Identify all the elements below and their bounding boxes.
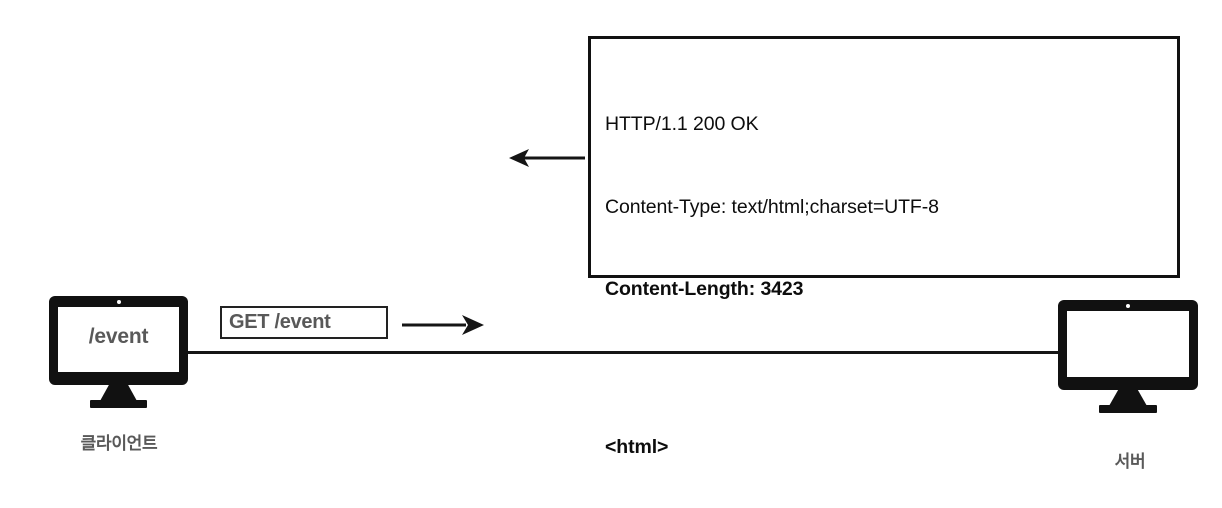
response-content-type: Content-Type: text/html;charset=UTF-8 (605, 195, 939, 218)
client-monitor-neck (100, 385, 137, 401)
http-response-box: HTTP/1.1 200 OK Content-Type: text/html;… (588, 36, 1180, 458)
client-monitor-base (90, 400, 147, 408)
client-monitor-camera-dot (117, 300, 121, 304)
server-monitor-icon (1058, 300, 1198, 413)
http-response-text: HTTP/1.1 200 OK Content-Type: text/html;… (605, 56, 1167, 508)
server-monitor-base (1099, 405, 1157, 413)
client-screen-label: /event (88, 325, 149, 348)
client-server-connection-line (186, 351, 1062, 354)
server-monitor-screen (1067, 311, 1189, 377)
client-device-label: 클라이언트 (80, 434, 158, 453)
server-device-label: 서버 (1114, 452, 1146, 471)
get-request-label: GET /event (229, 311, 331, 333)
response-arrow-left-icon (509, 149, 585, 167)
response-status-line: HTTP/1.1 200 OK (605, 113, 759, 135)
get-request-chip: GET /event (220, 306, 388, 339)
response-content-length: Content-Length: 3423 (605, 278, 804, 300)
request-arrow-right-icon (402, 315, 484, 335)
client-monitor-screen (58, 307, 179, 372)
response-html-open: <html> (605, 435, 669, 458)
server-monitor-camera-dot (1126, 304, 1130, 308)
client-monitor-icon: /event (49, 296, 188, 408)
server-monitor-neck (1109, 390, 1147, 406)
